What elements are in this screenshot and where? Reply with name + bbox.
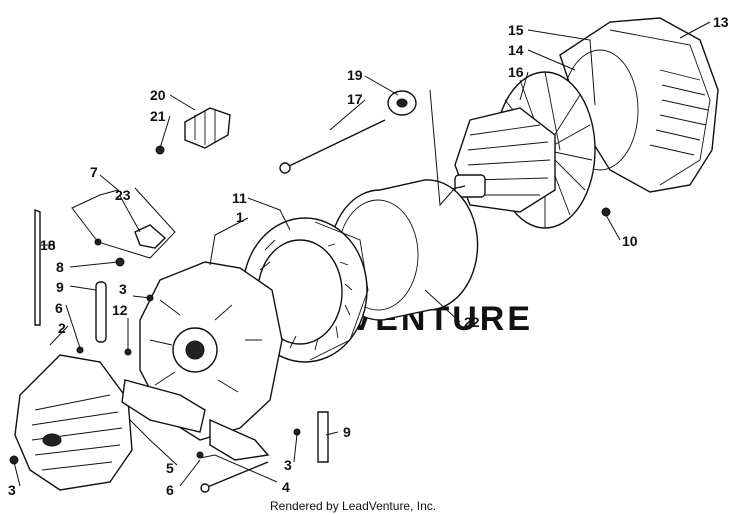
part-19-bearing <box>387 90 417 116</box>
callout-6-lower: 6 <box>166 482 174 498</box>
callout-9-right: 9 <box>343 424 351 440</box>
part-20-rectifier <box>184 107 231 149</box>
callout-7: 7 <box>90 164 98 180</box>
callout-3-housing-screw: 3 <box>119 281 127 297</box>
callout-14: 14 <box>508 42 524 58</box>
callout-labels: 1 2 3 3 3 4 5 6 6 7 8 9 9 10 11 12 13 14… <box>8 14 729 498</box>
callout-19: 19 <box>347 67 363 83</box>
callout-18: 18 <box>40 237 56 253</box>
part-5-bracket <box>121 379 206 433</box>
callout-8: 8 <box>56 259 64 275</box>
callout-23: 23 <box>115 187 131 203</box>
callout-12: 12 <box>112 302 128 318</box>
callout-9-left: 9 <box>56 279 64 295</box>
callout-2: 2 <box>58 320 66 336</box>
callout-3-cover-screw: 3 <box>8 482 16 498</box>
callout-21: 21 <box>150 108 166 124</box>
callout-13: 13 <box>713 14 729 30</box>
callout-20: 20 <box>150 87 166 103</box>
part-9-clip-right <box>317 411 329 463</box>
part-4-screw <box>200 461 269 493</box>
callout-4: 4 <box>282 479 290 495</box>
part-13-rear-housing <box>559 17 719 193</box>
callout-11: 11 <box>232 190 247 206</box>
callout-22: 22 <box>464 314 480 330</box>
part-17-through-bolt <box>279 119 386 174</box>
part-18-cable-tie <box>34 208 41 326</box>
part-2-cover <box>14 354 133 491</box>
part-9-clip-left <box>95 281 107 343</box>
credit-text: Rendered by LeadVenture, Inc. <box>270 499 436 513</box>
callout-5: 5 <box>166 460 174 476</box>
callout-15: 15 <box>508 22 524 38</box>
part-16-rotor-fan <box>447 71 596 229</box>
callout-16: 16 <box>508 64 524 80</box>
callout-1: 1 <box>236 209 244 225</box>
callout-10: 10 <box>622 233 638 249</box>
callout-6-upper: 6 <box>55 300 63 316</box>
part-23-regulator <box>134 224 167 249</box>
leader-lines <box>13 21 711 487</box>
callout-17: 17 <box>347 91 363 107</box>
part-1-front-housing <box>139 261 283 461</box>
callout-3-clip-screw: 3 <box>284 457 292 473</box>
screws <box>9 145 611 465</box>
